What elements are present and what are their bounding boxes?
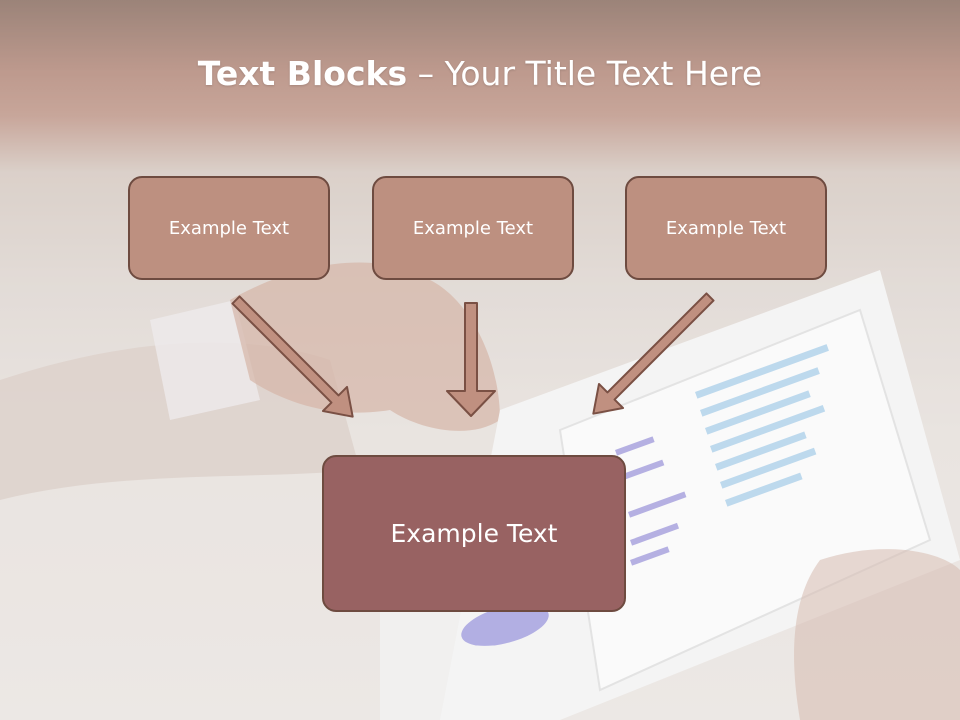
text-block-1-label: Example Text	[168, 217, 290, 239]
title-bold: Text Blocks	[197, 54, 408, 93]
text-block-1[interactable]: Example Text	[128, 176, 330, 280]
title-dash: –	[407, 54, 445, 93]
text-block-3-label: Example Text	[665, 217, 787, 239]
text-block-2[interactable]: Example Text	[372, 176, 574, 280]
text-block-2-label: Example Text	[412, 217, 534, 239]
photo-tablet-purple-bars	[615, 436, 687, 566]
photo-hand-right	[794, 549, 960, 720]
center-text-block-label: Example Text	[390, 519, 558, 548]
center-text-block[interactable]: Example Text	[322, 455, 626, 612]
photo-tablet-pie	[461, 604, 549, 646]
text-block-3[interactable]: Example Text	[625, 176, 827, 280]
photo-tablet-bars	[694, 344, 829, 507]
slide-title: Text Blocks – Your Title Text Here	[0, 54, 960, 93]
title-rest: Your Title Text Here	[444, 54, 763, 93]
